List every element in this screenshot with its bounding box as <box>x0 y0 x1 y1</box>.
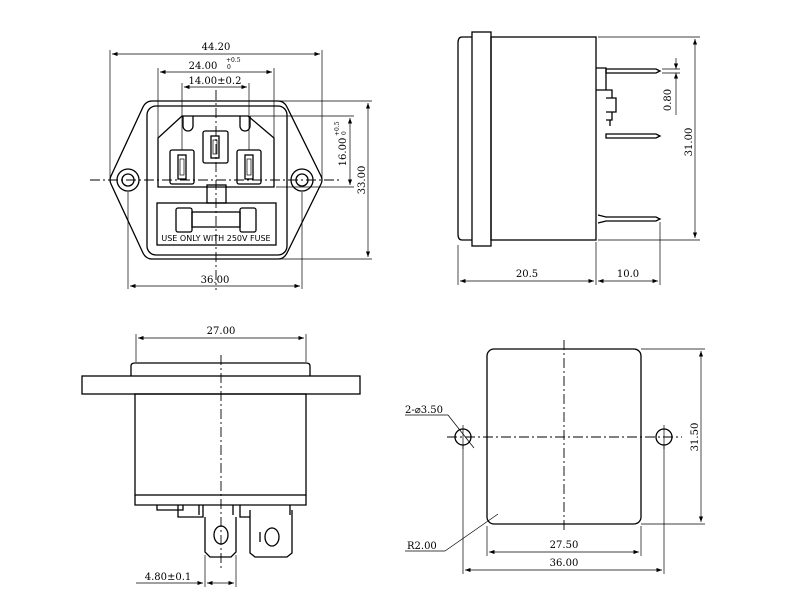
dim-holes: 2-⌀3.50 <box>405 405 443 416</box>
inner-frame <box>146 105 288 256</box>
dim-body-width: 27.00 <box>207 326 236 337</box>
dim-height: 31.00 <box>684 128 695 157</box>
dim-hole-spacing: 36.00 <box>201 275 230 286</box>
tol-lower: 0 <box>341 131 348 135</box>
dim-socket-height: 16.00 <box>338 138 349 167</box>
pin-top <box>605 68 662 74</box>
fuse-tab <box>206 184 227 204</box>
dim-terminal-width: 4.80±0.1 <box>145 572 192 583</box>
bottom-view: 27.00 4.80±0.1 <box>81 326 361 587</box>
side-view: 0.80 31.00 20.5 10.0 <box>457 31 700 285</box>
top-lip <box>130 362 311 376</box>
dim-cutout-width: 27.50 <box>550 540 579 551</box>
front-rim <box>457 36 472 241</box>
tol-lower: 0 <box>227 64 231 71</box>
pin-middle <box>605 133 662 139</box>
dim-overall-height: 33.00 <box>357 166 368 195</box>
base-details <box>134 495 307 518</box>
flange <box>471 31 492 247</box>
body-details <box>596 67 617 126</box>
body <box>134 393 307 496</box>
dimension-lines <box>109 50 372 289</box>
front-view: USE ONLY WITH 250V FUSE 44.20 24.00 +0.5… <box>90 42 372 290</box>
dim-body-depth: 20.5 <box>516 269 538 280</box>
dim-pin-spacing: 14.00±0.2 <box>189 76 242 87</box>
body <box>490 36 597 241</box>
dim-pin-length: 10.0 <box>617 269 639 280</box>
socket-notches <box>182 116 251 132</box>
fuse-drawer <box>156 202 277 246</box>
flange-outline <box>109 100 323 260</box>
tol-upper: +0.5 <box>226 57 241 64</box>
dim-pin-thickness: 0.80 <box>663 89 674 111</box>
dim-overall-width: 44.20 <box>202 42 231 53</box>
dim-hole-spacing: 36.00 <box>550 558 579 569</box>
tol-upper: +0.5 <box>334 121 341 136</box>
dim-height: 31.50 <box>690 423 701 452</box>
terminal-right <box>249 510 293 558</box>
dim-cutout-width: 24.00 <box>189 61 218 72</box>
pin-bottom <box>597 214 662 224</box>
terminal-left <box>204 517 237 558</box>
pin-slots <box>169 130 262 185</box>
dim-corner-radius: R2.00 <box>407 541 437 552</box>
panel-cutout-view: 2-⌀3.50 R2.00 31.50 27.50 36.00 <box>405 340 705 574</box>
